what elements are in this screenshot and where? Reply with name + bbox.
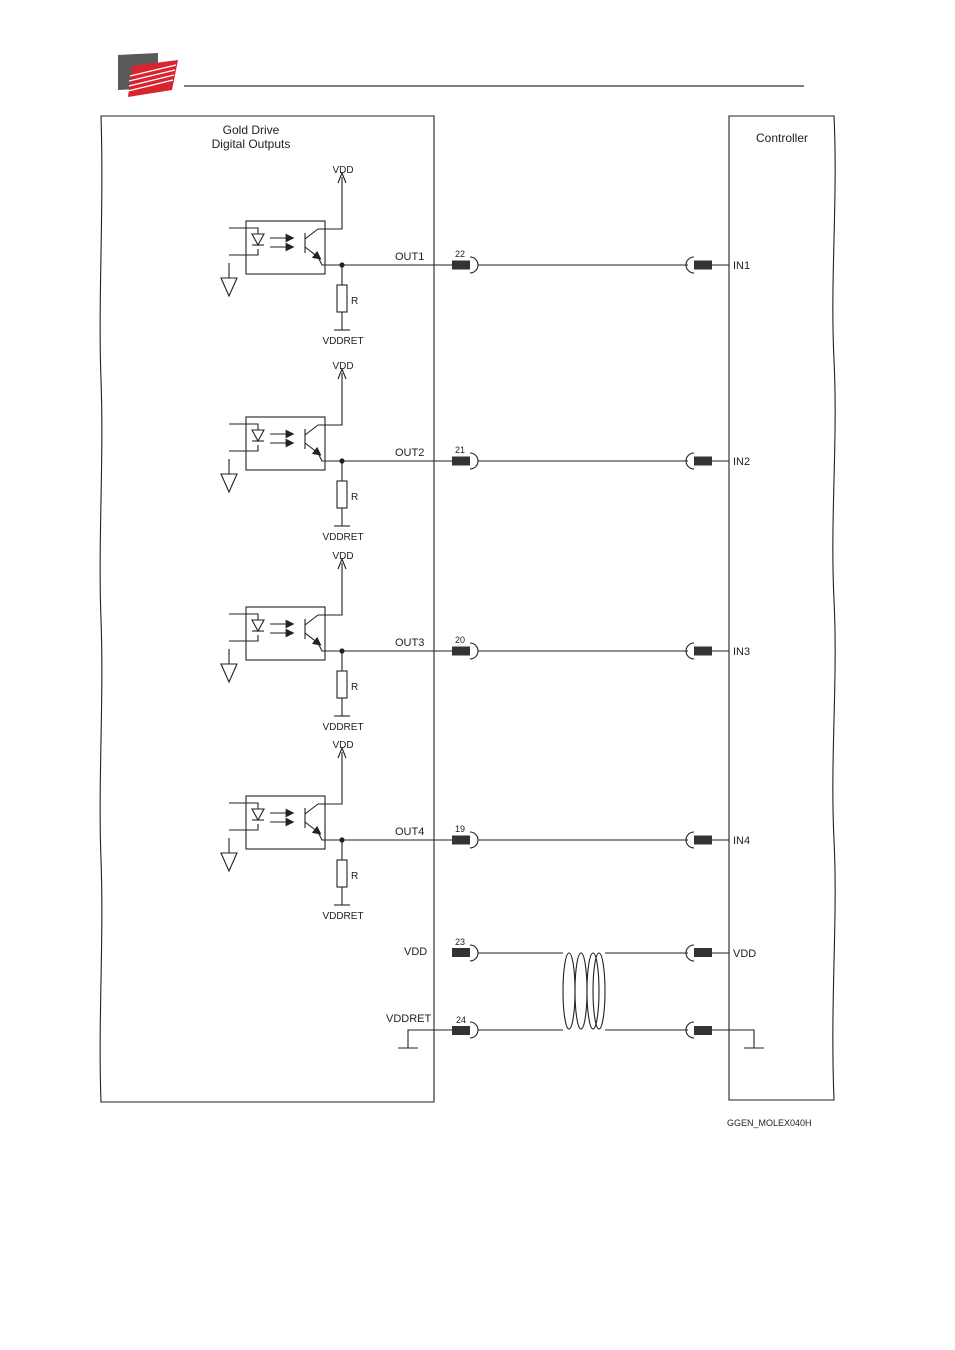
resistor-label: R [351, 871, 358, 882]
controller-input-label: IN3 [733, 646, 750, 658]
led-return-lead [229, 445, 258, 451]
vddret-ground-lead [408, 1030, 452, 1048]
vddret-label: VDDRET [322, 532, 363, 543]
vddret-label: VDDRET [386, 1013, 432, 1025]
led-icon [252, 430, 264, 441]
pin-number: 20 [455, 635, 465, 645]
led-input-lead [229, 803, 258, 809]
transistor-collector [305, 615, 318, 625]
power-supply-pair: VDD 23 VDD VDDRET 24 [386, 937, 764, 1048]
vdd-connector-pin [452, 948, 470, 957]
transistor-collector [305, 229, 318, 239]
emitter-lead [318, 832, 342, 840]
vdd-controller-pin [694, 948, 712, 957]
controller-title: Controller [756, 131, 808, 145]
vddret-label: VDDRET [322, 336, 363, 347]
output-label: OUT4 [395, 826, 424, 838]
resistor-label: R [351, 492, 358, 503]
led-input-lead [229, 228, 258, 234]
vdd-label: VDD [332, 740, 353, 751]
transistor-emitter-icon [305, 247, 318, 257]
drawing-id: GGEN_MOLEX040H [727, 1118, 812, 1128]
resistor-label: R [351, 682, 358, 693]
led-input-lead [229, 424, 258, 430]
led-icon [252, 234, 264, 245]
drive-connector-pin [452, 457, 470, 466]
transistor-collector [305, 804, 318, 814]
controller-connector-pin [694, 647, 712, 656]
pin-number: 19 [455, 824, 465, 834]
resistor-icon [337, 860, 347, 887]
drive-box [100, 116, 434, 1102]
drive-connector-cup [470, 453, 478, 469]
vddret-connector-cup [470, 1022, 478, 1038]
vdd-label: VDD [404, 946, 427, 958]
led-input-lead [229, 614, 258, 620]
led-return-lead [229, 249, 258, 255]
led-return-lead [229, 635, 258, 641]
drive-title-line1: Gold Drive [223, 123, 280, 137]
led-return-lead [229, 824, 258, 830]
pin-number: 22 [455, 249, 465, 259]
ground-icon [221, 664, 237, 682]
vddret-label: VDDRET [322, 911, 363, 922]
vdd-label: VDD [332, 165, 353, 176]
resistor-label: R [351, 296, 358, 307]
emitter-lead [318, 643, 342, 651]
ground-icon [221, 474, 237, 492]
drive-connector-pin [452, 836, 470, 845]
controller-input-label: IN4 [733, 835, 750, 847]
vdd-pin-number: 23 [455, 937, 465, 947]
drive-connector-cup [470, 832, 478, 848]
output-label: OUT3 [395, 637, 424, 649]
pin-number: 21 [455, 445, 465, 455]
controller-connector-pin [694, 261, 712, 270]
controller-ground-lead [712, 1030, 754, 1048]
resistor-icon [337, 481, 347, 508]
led-icon [252, 620, 264, 631]
output-label: OUT1 [395, 251, 424, 263]
controller-connector-pin [694, 457, 712, 466]
vddret-label: VDDRET [322, 722, 363, 733]
drive-connector-pin [452, 261, 470, 270]
drive-connector-cup [470, 643, 478, 659]
ground-icon [221, 853, 237, 871]
transistor-emitter-icon [305, 822, 318, 832]
transistor-emitter-icon [305, 633, 318, 643]
resistor-icon [337, 671, 347, 698]
ground-icon [221, 278, 237, 296]
emitter-lead [318, 257, 342, 265]
twisted-pair-icon [563, 953, 605, 1029]
controller-input-label: IN1 [733, 260, 750, 272]
company-logo [118, 53, 178, 97]
transistor-collector [305, 425, 318, 435]
drive-connector-cup [470, 257, 478, 273]
emitter-lead [318, 453, 342, 461]
vdd-controller-label: VDD [733, 948, 756, 960]
output-label: OUT2 [395, 447, 424, 459]
resistor-icon [337, 285, 347, 312]
controller-connector-pin [694, 836, 712, 845]
controller-input-label: IN2 [733, 456, 750, 468]
drive-title-line2: Digital Outputs [212, 137, 291, 151]
led-icon [252, 809, 264, 820]
vdd-label: VDD [332, 361, 353, 372]
drive-connector-pin [452, 647, 470, 656]
vddret-connector-pin [452, 1026, 470, 1035]
vddret-controller-pin [694, 1026, 712, 1035]
vddret-pin-number: 24 [456, 1015, 466, 1025]
vdd-connector-cup [470, 945, 478, 961]
transistor-emitter-icon [305, 443, 318, 453]
vdd-label: VDD [332, 551, 353, 562]
